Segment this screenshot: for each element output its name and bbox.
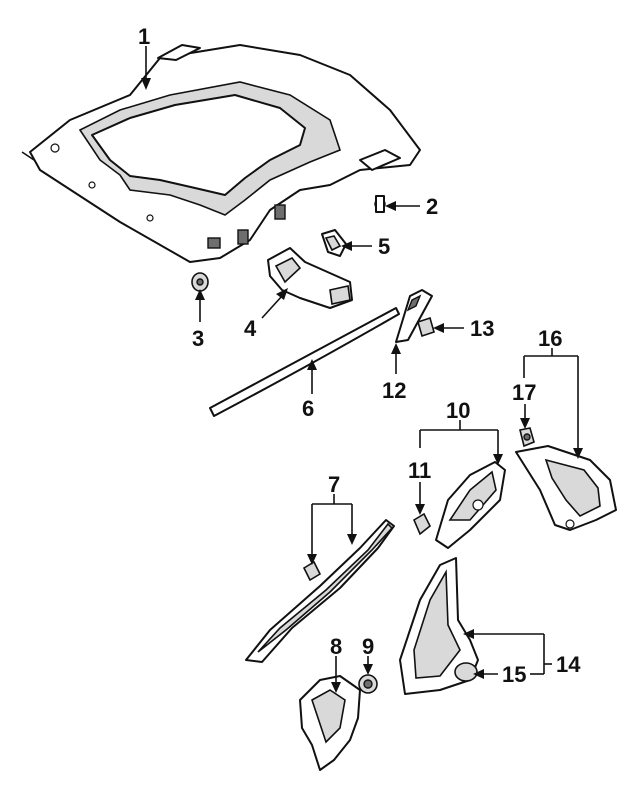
callout-14: 14 (556, 652, 581, 677)
cap-part-5 (321, 229, 347, 257)
callout-5: 5 (378, 234, 390, 259)
callout-17: 17 (512, 380, 536, 405)
clip-part-13 (417, 316, 435, 338)
clip-part-11 (412, 512, 432, 536)
callout-1: 1 (138, 24, 150, 49)
callout-2: 2 (426, 194, 438, 219)
headliner-part (21, 44, 421, 263)
callout-3: 3 (192, 326, 204, 351)
callout-10: 10 (446, 398, 470, 423)
plug-part-15 (454, 662, 478, 682)
front-pillar-trim-part-7 (245, 519, 395, 663)
callout-11: 11 (408, 458, 431, 483)
callout-8: 8 (330, 634, 342, 659)
clip-part-2 (374, 195, 386, 213)
clip-part-9 (358, 674, 378, 694)
leader-lines (141, 46, 583, 693)
rail-trim-part-6 (209, 307, 400, 417)
callout-7: 7 (328, 472, 340, 497)
callout-12: 12 (382, 378, 406, 403)
pillar-lower-trim-part-14 (399, 557, 479, 695)
callout-16: 16 (538, 326, 562, 351)
pillar-trim-part-10 (435, 461, 506, 549)
clip-part-17 (519, 427, 535, 448)
callout-6: 6 (302, 396, 314, 421)
callout-9: 9 (362, 634, 374, 659)
callout-15: 15 (502, 662, 526, 687)
retainer-part-3 (191, 272, 209, 292)
pillar-strip-part-12 (395, 289, 433, 343)
callout-13: 13 (470, 316, 494, 341)
quarter-trim-part-16 (515, 445, 617, 531)
handle-bracket-part-4 (267, 247, 353, 309)
callout-labels: 1 2 3 4 5 6 7 8 9 10 11 12 13 14 15 16 1… (138, 24, 581, 687)
callout-4: 4 (244, 316, 257, 341)
lower-trim-part-8 (299, 675, 361, 771)
